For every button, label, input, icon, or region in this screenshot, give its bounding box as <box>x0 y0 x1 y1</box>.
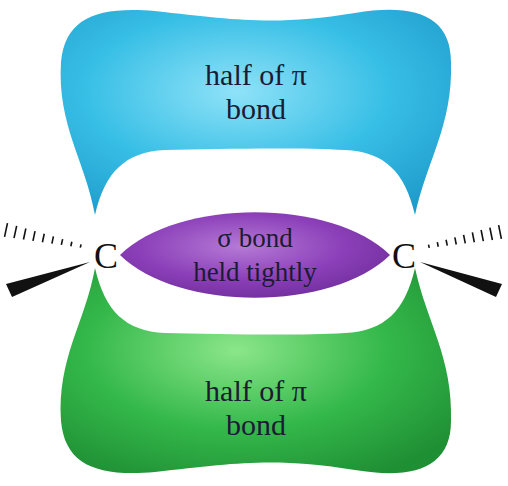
solid-wedge <box>6 262 90 297</box>
hash-stroke <box>5 223 8 237</box>
hash-stroke <box>428 245 430 248</box>
lobe-shape <box>118 200 392 310</box>
lobe-outline <box>120 212 390 298</box>
hash-stroke <box>481 230 483 241</box>
hash-stroke <box>499 225 502 239</box>
bond-label: half of π bond <box>172 58 341 126</box>
hash-stroke <box>437 242 440 247</box>
hash-stroke <box>70 242 73 247</box>
lobe-outline <box>61 10 451 215</box>
hash-stroke <box>33 231 35 241</box>
hash-stroke <box>490 228 492 240</box>
pi-lobe: half of π bond <box>55 0 457 220</box>
carbon-atom: C <box>94 236 118 276</box>
bond-label: σ bond held tightly <box>193 221 318 289</box>
hash-stroke <box>446 240 447 246</box>
hash-stroke <box>455 237 456 244</box>
sigma-bond-lens: σ bond held tightly <box>118 200 392 310</box>
hash-stroke <box>23 228 25 239</box>
hash-stroke <box>80 244 82 247</box>
bond-label: half of π bond <box>172 374 341 442</box>
hash-stroke <box>472 232 474 242</box>
hash-stroke <box>52 236 54 243</box>
hash-stroke <box>464 235 466 243</box>
solid-wedge <box>420 262 502 297</box>
hash-stroke <box>61 239 62 245</box>
hash-stroke <box>42 234 44 242</box>
carbon-atom: C <box>392 236 416 276</box>
pi-lobe: half of π bond <box>55 268 457 483</box>
lobe-outline <box>61 268 451 473</box>
hash-stroke <box>14 226 17 238</box>
